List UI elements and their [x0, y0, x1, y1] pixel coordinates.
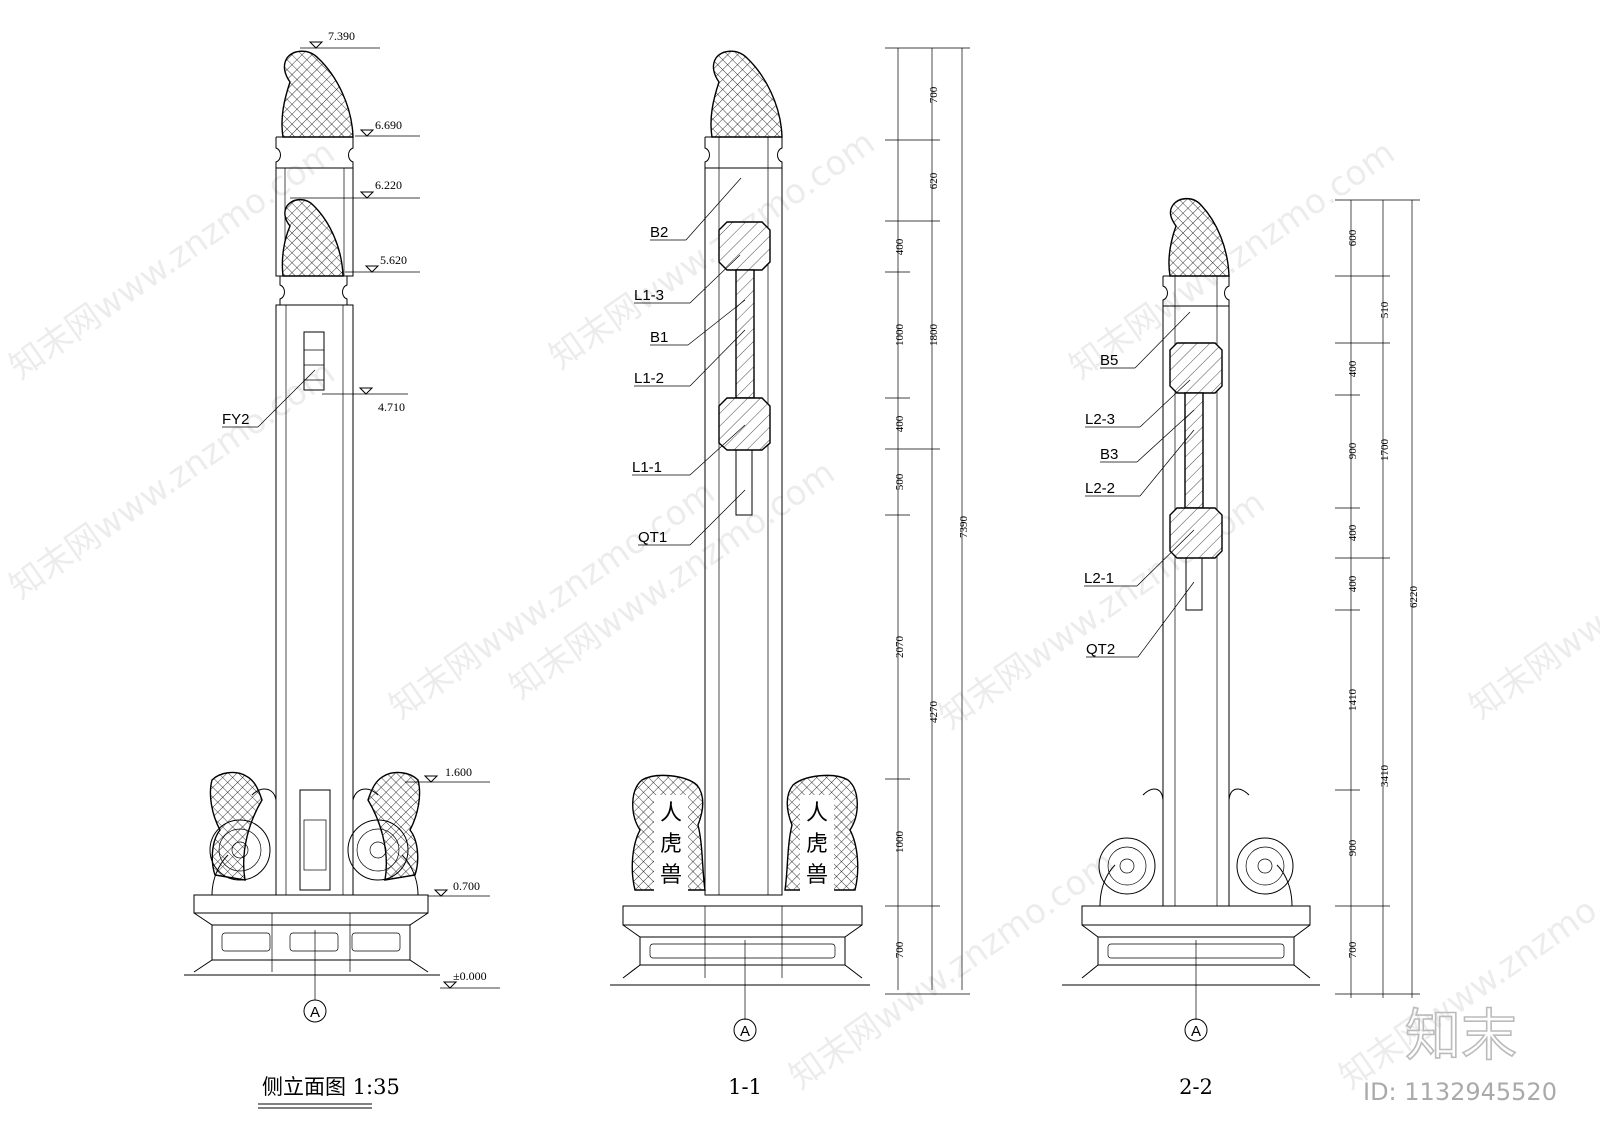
tenon-b1 — [735, 269, 755, 399]
view-title: 侧立面图 1:35 — [262, 1075, 400, 1099]
view-title: 1-1 — [728, 1075, 762, 1099]
dimension-value: 400 — [1347, 575, 1359, 592]
dimension-value: 600 — [1347, 229, 1359, 246]
beam-l1-1 — [718, 397, 771, 451]
axis-marker — [303, 999, 327, 1023]
elevation-label: 6.690 — [375, 118, 402, 132]
drum-left — [1098, 837, 1156, 895]
callout-b3: B3 — [1100, 446, 1118, 463]
guardian-left — [209, 771, 263, 881]
dimension-value: 6220 — [1408, 586, 1420, 609]
dimension-value: 2070 — [894, 636, 906, 659]
axis-marker — [733, 1018, 757, 1042]
tenon-qt2 — [1185, 557, 1203, 611]
watermark-text: 知末网www.znzmo.com — [2, 353, 342, 608]
dimension-value: 700 — [894, 941, 906, 958]
side-elevation: A 7.390 6.690 6.220 5.620 4.710 1.600 0.… — [184, 29, 500, 1109]
callout-l1-2: L1-2 — [634, 370, 664, 387]
axis-label: A — [740, 1023, 750, 1040]
finial — [1168, 197, 1230, 277]
capital-lower — [279, 275, 348, 306]
inscription-char: 兽 — [660, 863, 682, 888]
base — [622, 905, 863, 979]
elevation-label: 4.710 — [378, 400, 405, 414]
section-2-2: A B5 L2-3 B3 L2-2 L2-1 QT2 — [1062, 197, 1420, 1099]
elevation-label: 6.220 — [375, 178, 402, 192]
drum-right — [1236, 837, 1294, 895]
dimension-value: 900 — [1347, 442, 1359, 459]
dimension-value: 400 — [894, 238, 906, 255]
guardian-right — [367, 771, 421, 881]
watermark-text: 知末网www.znzmo.com — [542, 123, 882, 378]
inscription-char: 兽 — [806, 863, 828, 888]
asset-id: ID: 1132945520 — [1363, 1078, 1557, 1106]
callout-l1-3: L1-3 — [634, 287, 664, 304]
inscription-char: 虎 — [660, 832, 682, 857]
lower-panel — [299, 789, 331, 891]
dimension-value: 620 — [928, 172, 940, 189]
axis-label: A — [1191, 1023, 1201, 1040]
drum-left — [209, 819, 271, 881]
tenon-qt1 — [735, 449, 753, 516]
elevation-marks: 7.390 6.690 6.220 5.620 4.710 1.600 0.70… — [290, 29, 500, 989]
beam-b5 — [1169, 342, 1223, 394]
elevation-label: 1.600 — [445, 765, 472, 779]
dimension-value: 1000 — [894, 831, 906, 854]
callout-l2-2: L2-2 — [1085, 480, 1115, 497]
dimension-value: 1700 — [1379, 439, 1391, 462]
callout-qt2: QT2 — [1086, 641, 1115, 658]
inscription-char: 虎 — [806, 832, 828, 857]
dimension-value: 700 — [928, 86, 940, 103]
callout-b5: B5 — [1100, 352, 1118, 369]
axis-marker — [1184, 1018, 1208, 1042]
dimension-chain: 600 510 400 900 400 400 1410 900 700 170… — [1335, 199, 1420, 998]
dimension-value: 1800 — [928, 324, 940, 347]
callout-b1: B1 — [650, 329, 668, 346]
inscription-char: 人 — [660, 801, 682, 826]
callout-l2-3: L2-3 — [1085, 411, 1115, 428]
beam-l2-1 — [1169, 507, 1223, 559]
callout-fy2: FY2 — [222, 411, 250, 428]
base — [1081, 905, 1311, 979]
finial-lower — [281, 198, 344, 277]
dimension-value: 1000 — [894, 324, 906, 347]
beam-b2 — [718, 221, 771, 271]
view-title: 2-2 — [1179, 1075, 1213, 1099]
dimension-value: 4270 — [928, 701, 940, 724]
elevation-label: ±0.000 — [453, 969, 487, 983]
callout-b2: B2 — [650, 224, 668, 241]
inscription-char: 人 — [806, 801, 828, 826]
watermark-text: 知末网www.znzmo.com — [1462, 473, 1600, 728]
finial-top — [281, 50, 354, 138]
finial — [710, 50, 783, 138]
elevation-label: 0.700 — [453, 879, 480, 893]
dimension-chain: 700 620 400 1000 400 500 2070 1000 700 1… — [885, 47, 970, 995]
dimension-value: 3410 — [1379, 765, 1391, 788]
drum-right — [347, 819, 409, 881]
base-top — [193, 894, 429, 914]
dimension-value: 700 — [1347, 941, 1359, 958]
dimension-value: 510 — [1379, 301, 1391, 318]
callout-l1-1: L1-1 — [632, 459, 662, 476]
dimension-value: 400 — [1347, 360, 1359, 377]
column — [704, 167, 783, 896]
dimension-value: 900 — [1347, 839, 1359, 856]
elevation-label: 7.390 — [328, 29, 355, 43]
plaque-fy2 — [303, 331, 325, 391]
brand-logo: 知末 — [1405, 1004, 1517, 1069]
callout-qt1: QT1 — [638, 529, 667, 546]
dimension-value: 400 — [894, 415, 906, 432]
section-1-1: 人 虎 兽 人 虎 兽 A B2 L1-3 B1 L1-2 L1-1 QT1 — [610, 47, 970, 1099]
dimension-value: 7390 — [958, 516, 970, 539]
callout-l2-1: L2-1 — [1084, 570, 1114, 587]
dimension-value: 1410 — [1347, 689, 1359, 712]
elevation-label: 5.620 — [380, 253, 407, 267]
dimension-value: 400 — [1347, 524, 1359, 541]
dimension-value: 500 — [894, 473, 906, 490]
axis-label: A — [310, 1004, 320, 1021]
